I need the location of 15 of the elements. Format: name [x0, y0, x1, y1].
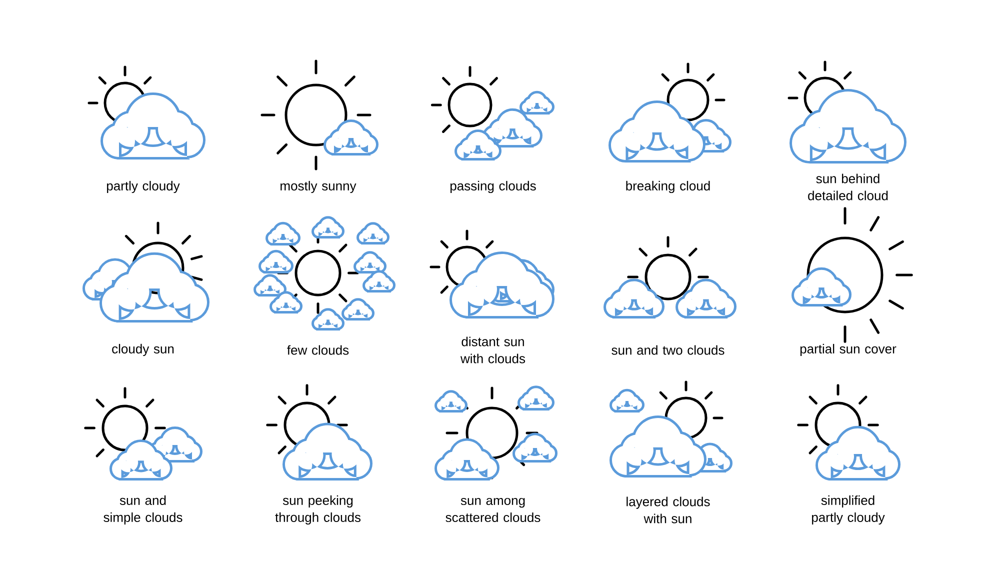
icon-caption: sun among scattered clouds — [446, 498, 540, 522]
icon-caption: partial sun cover — [800, 344, 896, 356]
icon-caption: sun and two clouds — [612, 345, 724, 355]
icon-caption: few clouds — [287, 345, 349, 355]
icon-caption: sun behind detailed cloud — [808, 174, 888, 200]
icon-caption: sun and simple clouds — [104, 495, 182, 525]
icon-caption: distant sun with clouds — [460, 336, 526, 364]
icon-caption: passing clouds — [450, 180, 536, 194]
icon-caption: partly cloudy — [106, 180, 180, 194]
icon-caption: sun peeking through clouds — [275, 495, 361, 525]
icon-caption: mostly sunny — [280, 180, 356, 194]
icon-caption: layered clouds with sun — [626, 496, 710, 524]
icon-caption: cloudy sun — [112, 344, 174, 356]
icon-caption: simplified partly cloudy — [812, 495, 885, 525]
icon-caption: breaking cloud — [626, 180, 710, 194]
